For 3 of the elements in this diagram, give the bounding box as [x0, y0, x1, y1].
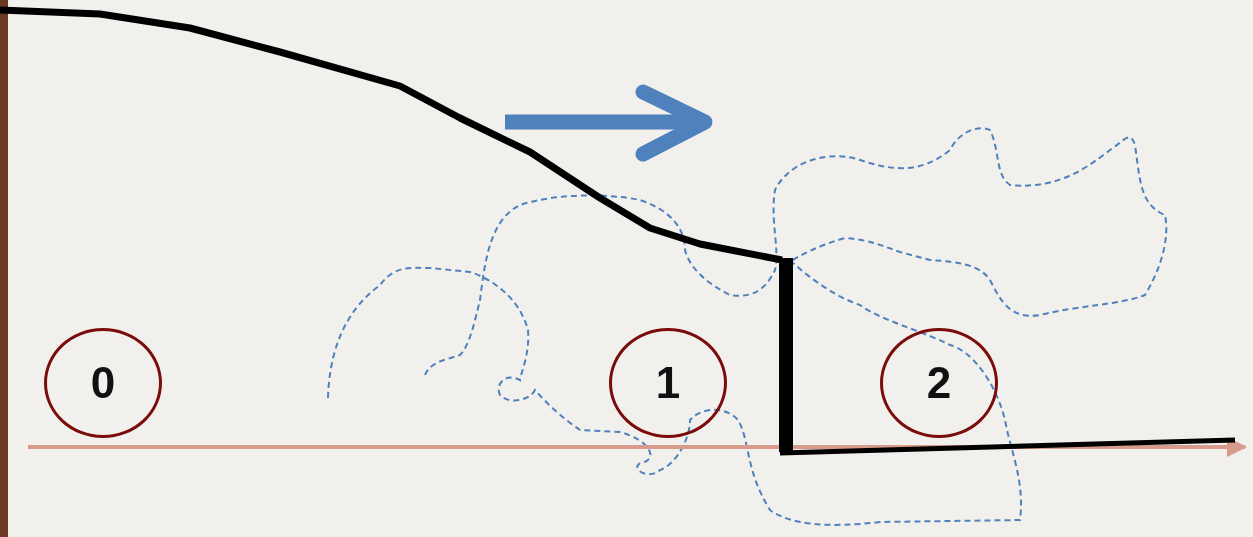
region-number-circle: 0: [44, 328, 162, 438]
region-number-circle: 2: [880, 328, 998, 438]
region-number-circle: 1: [609, 328, 727, 438]
